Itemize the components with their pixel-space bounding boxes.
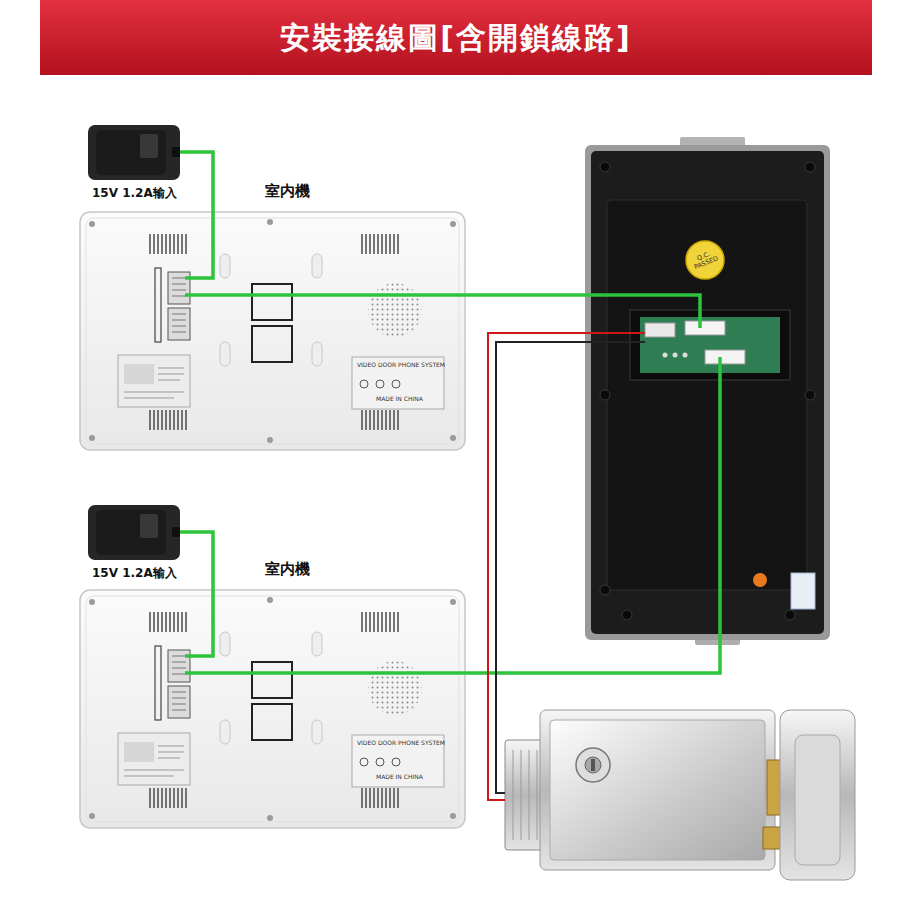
electric-lock-drawing-part <box>576 748 610 782</box>
door-station-drawing-part <box>685 321 725 335</box>
door-station-drawing-part <box>805 162 815 172</box>
power-wire <box>180 152 213 212</box>
power-wire <box>180 532 213 590</box>
qc-sticker-text: Q.C. PASSED <box>685 246 725 273</box>
electric-lock-drawing-part <box>540 710 775 870</box>
door-station-drawing-part <box>640 317 780 373</box>
electric-lock-drawing-part <box>585 757 601 773</box>
input-label: 15V 1.2A输入 <box>92 187 177 201</box>
door-station-drawing-part <box>753 573 767 587</box>
signal-wire <box>465 293 585 297</box>
door-station-drawing-part <box>607 200 807 590</box>
door-station-drawing-part <box>630 310 790 380</box>
unit-heading: 室内機 <box>265 561 310 578</box>
electric-lock-drawing-part <box>780 710 855 880</box>
door-station-drawing-part <box>645 323 675 337</box>
door-station: Q.C. PASSED <box>585 145 830 640</box>
door-station-drawing-part <box>600 162 610 172</box>
power-adapter-drawing <box>88 125 180 180</box>
door-station-drawing-part <box>600 585 610 595</box>
power-adapter-drawing-part <box>88 125 180 180</box>
electric-lock-drawing-part <box>550 720 765 860</box>
power-adapter: 15V 1.2A输入 <box>88 125 180 180</box>
door-station-drawing-part <box>663 353 668 358</box>
unit-heading: 室内機 <box>265 183 310 200</box>
origin-label: MADE IN CHINA <box>376 774 423 781</box>
power-adapter: 15V 1.2A输入 <box>88 505 180 560</box>
door-station-drawing-part <box>591 151 824 634</box>
door-station-drawing-part <box>718 357 722 640</box>
door-station-drawing-part <box>805 390 815 400</box>
indoor-monitor-drawing <box>80 212 465 450</box>
electric-lock-drawing-part <box>795 735 840 865</box>
power-adapter-drawing <box>88 505 180 560</box>
door-station-drawing-part <box>585 295 700 328</box>
door-station-drawing-part <box>622 610 632 620</box>
door-station-drawing-part <box>673 353 678 358</box>
electric-lock-drawing-part <box>505 740 545 850</box>
electric-lock <box>505 705 860 880</box>
door-station-drawing-part <box>683 353 688 358</box>
indoor-monitor: 室内機VIDEO DOOR PHONE SYSTEMMADE IN CHINA <box>80 212 465 450</box>
indoor-monitor-drawing-part <box>80 212 465 450</box>
electric-lock-drawing-part <box>513 750 537 840</box>
origin-label: MADE IN CHINA <box>376 396 423 403</box>
signal-wire <box>465 640 720 673</box>
lock-wire-red <box>488 333 585 800</box>
door-station-drawing-part <box>791 573 815 609</box>
input-label: 15V 1.2A输入 <box>92 567 177 581</box>
door-station-drawing <box>585 137 830 645</box>
electric-lock-drawing-part <box>591 759 595 771</box>
indoor-monitor-drawing <box>80 590 465 828</box>
door-station-drawing-part <box>585 332 645 334</box>
title-band: 安裝接線圖[含開鎖線路] <box>40 0 872 75</box>
product-label: VIDEO DOOR PHONE SYSTEM <box>357 740 445 747</box>
door-station-drawing-part <box>585 341 645 343</box>
door-station-drawing-part <box>705 350 745 364</box>
indoor-monitor: 室内機VIDEO DOOR PHONE SYSTEMMADE IN CHINA <box>80 590 465 828</box>
indoor-monitor-drawing-part <box>80 590 465 828</box>
title-text: 安裝接線圖[含開鎖線路] <box>40 0 872 75</box>
product-label: VIDEO DOOR PHONE SYSTEM <box>357 362 445 369</box>
electric-lock-drawing <box>505 710 855 880</box>
power-adapter-drawing-part <box>88 505 180 560</box>
door-station-drawing-part <box>585 145 830 640</box>
door-station-drawing-part <box>600 390 610 400</box>
lock-wire-black <box>496 342 585 793</box>
door-station-drawing-part <box>785 610 795 620</box>
